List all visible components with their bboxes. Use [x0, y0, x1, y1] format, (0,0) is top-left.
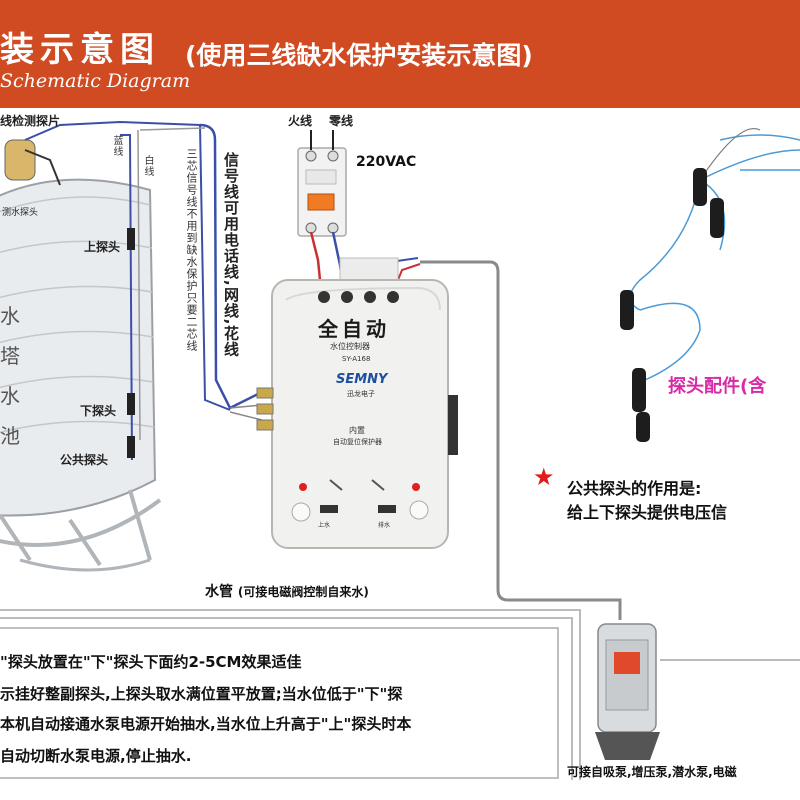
- pipe-note-detail: (可接电磁阀控制自来水): [237, 585, 369, 599]
- probe-wires: [4, 120, 231, 461]
- signal-wires: [139, 123, 263, 421]
- controller-inner-label: 内置: [349, 426, 365, 435]
- header-title: 装示意图: [0, 30, 160, 70]
- instruction-line-2: 示挂好整副探头,上探头取水满位置平放置;当水位低于"下"探: [0, 685, 403, 703]
- water-pipe: [0, 609, 800, 780]
- probe-accessories: [620, 128, 800, 442]
- common-probe-note-title: 公共探头的作用是:: [567, 479, 702, 498]
- probe-sheet: [4, 139, 36, 181]
- upper-probe-label: 上探头: [84, 240, 121, 254]
- probe-accessory-label: 探头配件(含: [668, 376, 767, 397]
- three-core-note: 三芯信号线不用到缺水保护只要二芯线: [185, 148, 198, 352]
- header-english: Schematic Diagram: [0, 70, 191, 92]
- header-subtitle: (使用三线缺水保护安装示意图): [185, 41, 533, 70]
- voltage-label: 220VAC: [356, 154, 417, 170]
- white-wire-label: 白线: [142, 155, 153, 177]
- mode-left-label: 上水: [318, 522, 331, 529]
- detect-probe-label: 测水探头: [2, 208, 39, 218]
- pump-note: 可接自吸泵,增压泵,潜水泵,电磁: [567, 765, 737, 779]
- blue-wire-label: 蓝线: [111, 135, 122, 157]
- controller-box: [256, 257, 458, 549]
- instruction-line-3: 本机自动接通水泵电源开始抽水,当水位上升高于"上"探头时本: [0, 715, 412, 733]
- header-banner: 装示意图 (使用三线缺水保护安装示意图) Schematic Diagram: [0, 0, 800, 108]
- common-probe-marker: [127, 436, 135, 458]
- controller-title: 全自动: [318, 317, 390, 341]
- common-probe-note-desc: 给上下探头提供电压信: [567, 503, 728, 522]
- live-wire-label: 火线: [288, 114, 313, 128]
- controller-inner-desc: 自动复位保护器: [333, 438, 382, 446]
- controller-brand: SEMNY: [336, 372, 388, 387]
- circuit-breaker: [297, 130, 347, 237]
- pipe-note: 水管 (可接电磁阀控制自来水): [205, 581, 369, 601]
- pump-wire: [420, 260, 622, 620]
- probe-sheet-label: 线检测探片: [0, 114, 61, 128]
- instructions-box: [0, 627, 559, 779]
- lower-probe-marker: [127, 393, 135, 415]
- controller-subtitle: 水位控制器: [330, 342, 370, 351]
- water-tank: [0, 178, 162, 572]
- instruction-line-1: "探头放置在"下"探头下面约2-5CM效果适佳: [0, 653, 302, 671]
- common-probe-label: 公共探头: [60, 453, 109, 467]
- controller-model: SY-A168: [342, 355, 371, 363]
- signal-line-note: 信号线可用电话线,网线,花线: [222, 152, 240, 358]
- mode-right-label: 排水: [378, 522, 391, 529]
- pipe-note-main: 水管: [205, 584, 233, 600]
- upper-probe-marker: [127, 228, 135, 250]
- water-pump: [595, 623, 660, 760]
- tank-text: 水塔水池: [0, 304, 20, 448]
- controller-brand-cn: 迅龙电子: [347, 390, 375, 398]
- lower-probe-label: 下探头: [80, 404, 117, 418]
- neutral-wire-label: 零线: [329, 114, 354, 128]
- star-icon: ★: [533, 463, 555, 491]
- instruction-line-4: 自动切断水泵电源,停止抽水.: [0, 747, 192, 765]
